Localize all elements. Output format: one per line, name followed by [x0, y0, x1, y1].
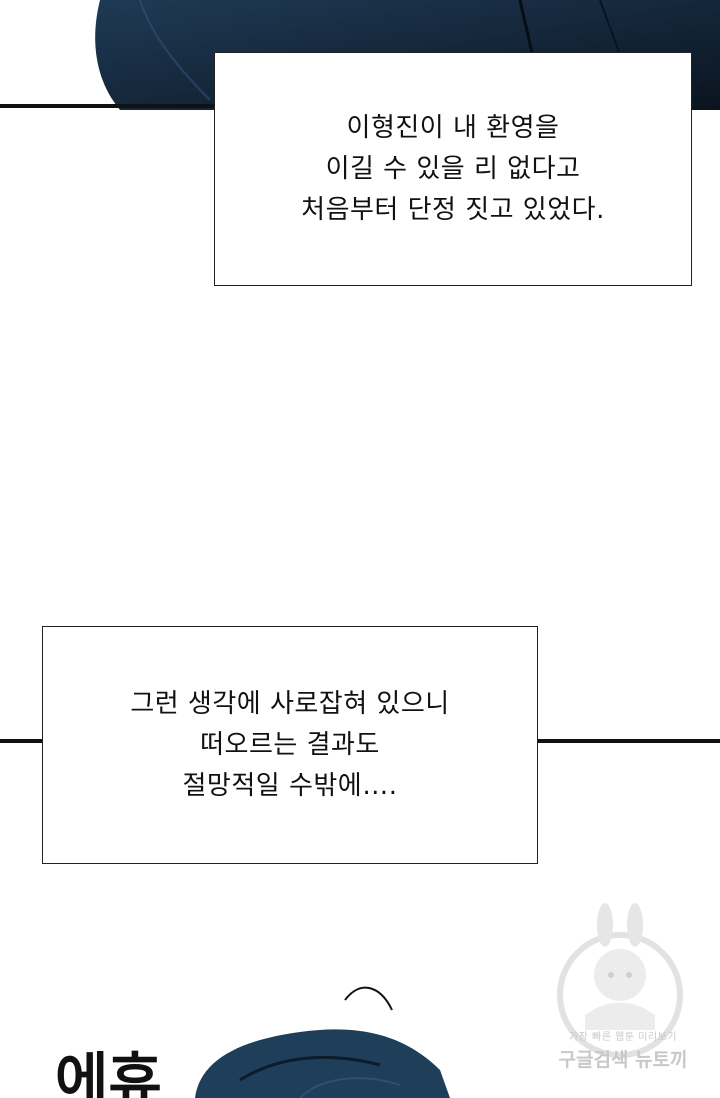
- watermark-tagline: 가장 빠른 웹툰 미리보기: [568, 1032, 678, 1043]
- caption-1-line-1: 이형진이 내 환영을: [346, 112, 560, 143]
- panel-border-line-right: [538, 739, 720, 743]
- caption-box-2: 그런 생각에 사로잡혀 있으니 떠오르는 결과도 절망적일 수밖에….: [42, 626, 538, 864]
- caption-2-line-3: 절망적일 수밖에….: [182, 770, 398, 801]
- bottom-panel-art: 에휴: [55, 986, 450, 1098]
- watermark-text: 가장 빠른 웹툰 미리보기 구글검색 뉴토끼: [538, 1028, 708, 1072]
- watermark-rabbit-logo: [557, 903, 683, 1058]
- watermark-brand: 구글검색 뉴토끼: [558, 1049, 688, 1071]
- character-hair-shape: [195, 1029, 450, 1098]
- caption-2-line-2: 떠오르는 결과도: [200, 729, 380, 760]
- sfx-sigh-text: 에휴: [55, 1046, 162, 1098]
- panel-border-line-left: [0, 739, 42, 743]
- caption-2-line-1: 그런 생각에 사로잡혀 있으니: [130, 688, 450, 719]
- hair-strand-curve: [344, 986, 393, 1011]
- caption-box-1: 이형진이 내 환영을 이길 수 있을 리 없다고 처음부터 단정 짓고 있었다.: [214, 52, 692, 286]
- panel-border-line-top: [0, 104, 214, 108]
- caption-1-line-3: 처음부터 단정 짓고 있었다.: [301, 194, 605, 225]
- caption-1-line-2: 이길 수 있을 리 없다고: [325, 153, 581, 184]
